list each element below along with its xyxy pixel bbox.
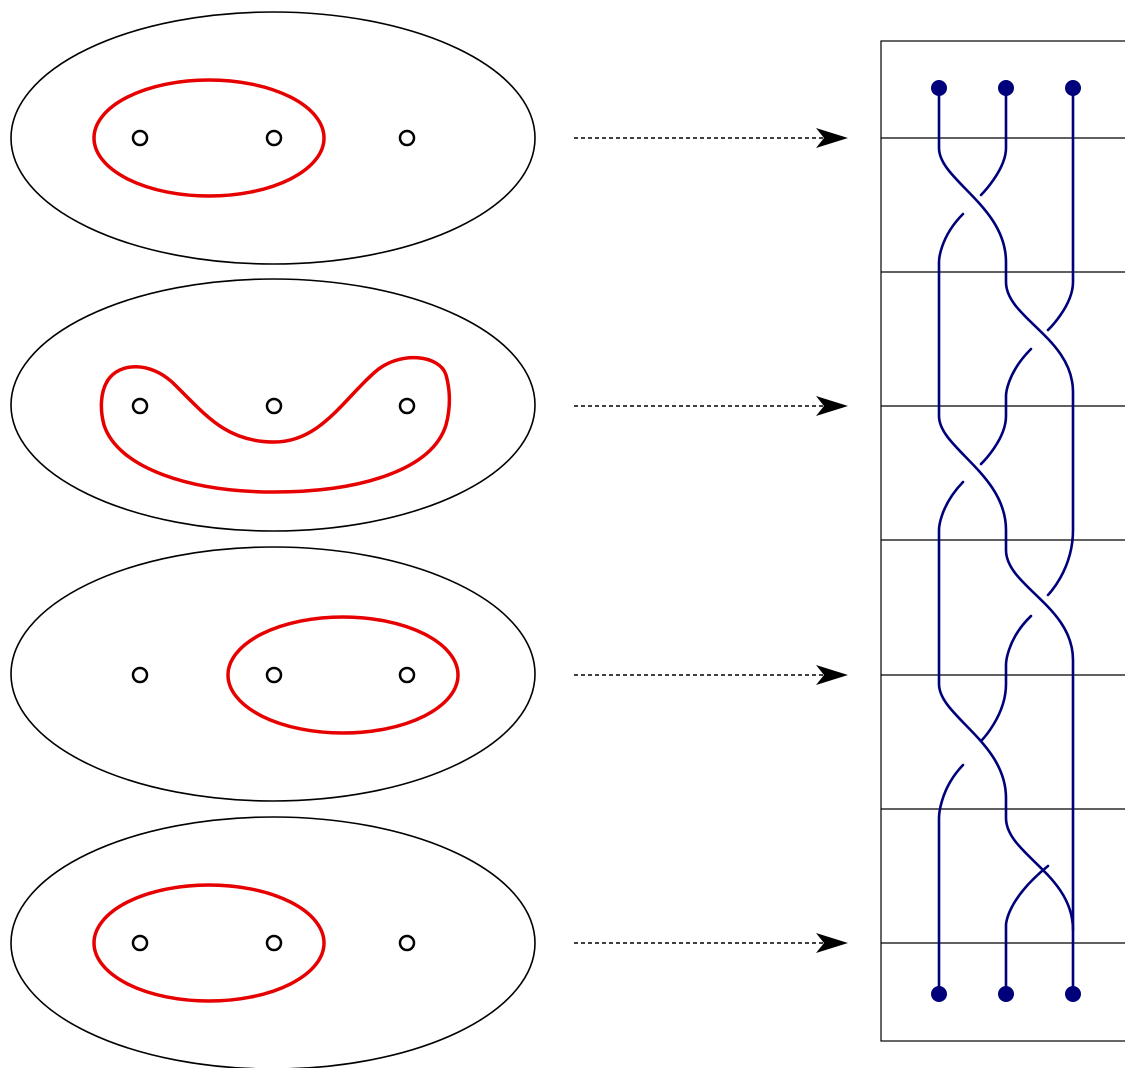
disk-panel-1	[10, 11, 536, 265]
disk-outline	[10, 816, 536, 1068]
strand-endpoint-top	[998, 80, 1014, 96]
braid-strand	[979, 86, 1008, 197]
braid-frame	[880, 40, 1125, 1042]
marked-point	[265, 666, 283, 684]
strand-endpoint-bottom	[1065, 986, 1081, 1002]
disk-panel-3	[10, 546, 536, 802]
disk-outline	[10, 11, 536, 265]
braid-panel	[880, 40, 1125, 1042]
arrows	[574, 128, 848, 953]
red-curve	[99, 356, 452, 494]
marked-point	[131, 934, 149, 952]
braid-endpoints	[931, 80, 1081, 1002]
braid-strand	[979, 347, 1033, 466]
marked-point	[398, 129, 416, 147]
disk-panel-4	[10, 816, 536, 1068]
slice-lines	[881, 137, 1125, 944]
red-curve	[226, 615, 460, 735]
braid-strand	[937, 763, 965, 994]
braid-strands	[937, 86, 1075, 994]
marked-point	[398, 397, 416, 415]
braid-strand	[937, 212, 1075, 994]
marked-point	[398, 934, 416, 952]
strand-endpoint-top	[931, 80, 947, 96]
strand-endpoint-bottom	[998, 986, 1014, 1002]
marked-point	[265, 397, 283, 415]
red-curve	[92, 78, 326, 198]
braid-strand	[1046, 86, 1075, 332]
disk-panel-2	[10, 278, 536, 532]
marked-point	[398, 666, 416, 684]
marked-point	[131, 397, 149, 415]
disk-outline	[10, 278, 536, 532]
marked-point	[265, 129, 283, 147]
marked-point	[131, 129, 149, 147]
red-curve	[92, 883, 326, 1003]
braid-strand	[1004, 864, 1050, 994]
braid-strand	[937, 86, 1075, 597]
strand-endpoint-top	[1065, 80, 1081, 96]
marked-point	[131, 666, 149, 684]
braid-strand	[979, 614, 1033, 743]
disk-outline	[10, 546, 536, 802]
strand-endpoint-bottom	[931, 986, 947, 1002]
marked-point	[265, 934, 283, 952]
